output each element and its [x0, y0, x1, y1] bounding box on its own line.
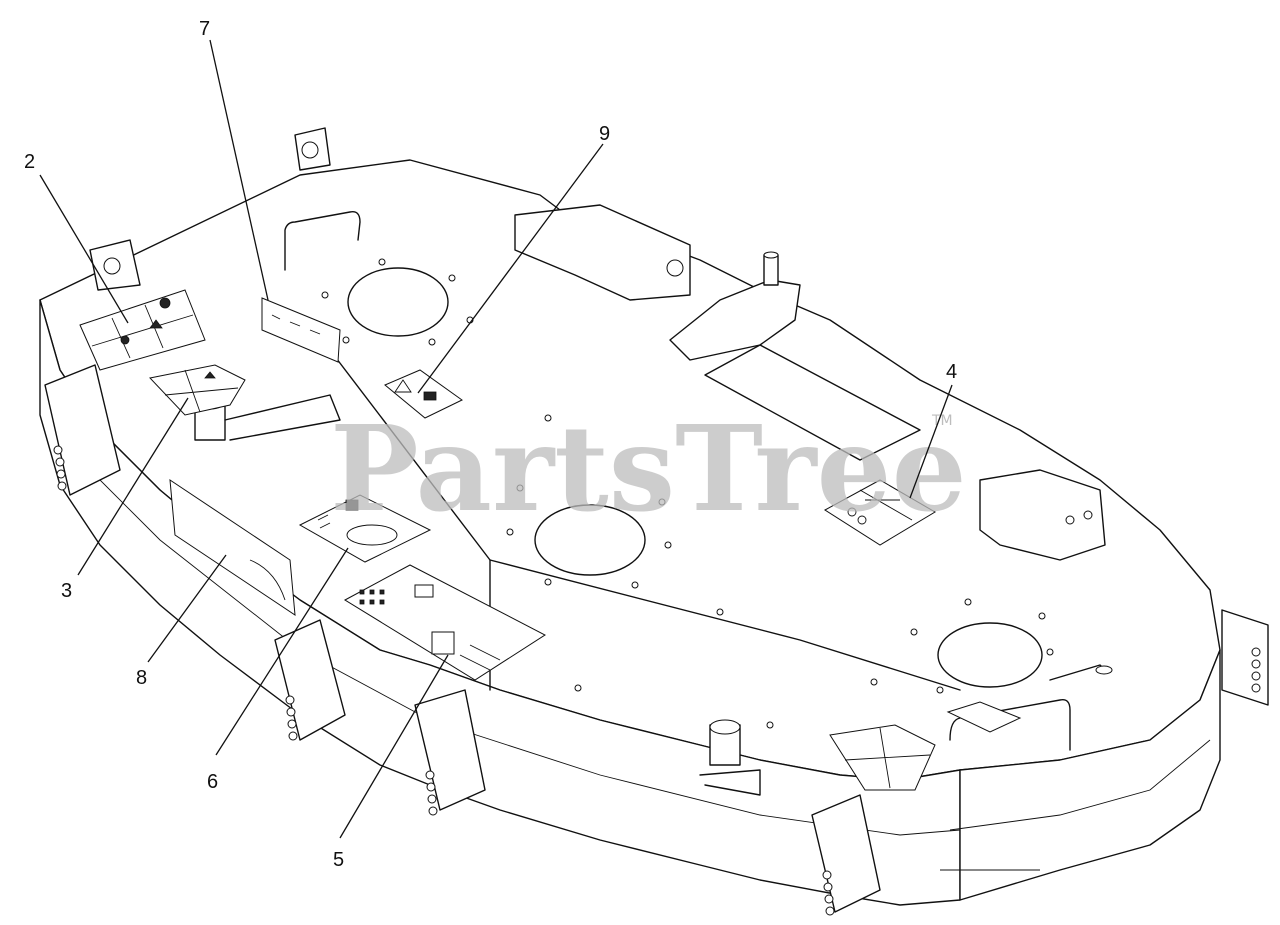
callout-label-6: 6	[207, 771, 218, 793]
deck-right-skirt	[959, 649, 1221, 901]
partstree-watermark: PartsTree	[330, 399, 967, 538]
callout-4[interactable]: 4	[909, 361, 957, 499]
deck-hardware	[44, 127, 1269, 916]
decal-9	[384, 369, 463, 419]
bolt-holes	[321, 258, 1054, 729]
decal-3	[149, 364, 246, 416]
callout-3[interactable]: 3	[61, 397, 189, 602]
blade-openings	[347, 267, 1043, 688]
blade-opening-center	[534, 504, 646, 576]
callouts: 2 3 4 5 6 7 8 9	[24, 18, 957, 871]
decal-7	[261, 297, 341, 363]
callout-label-5: 5	[333, 849, 344, 871]
callout-label-7: 7	[199, 18, 210, 40]
decals	[79, 289, 1022, 791]
decal-4	[824, 479, 936, 546]
callout-label-4: 4	[946, 361, 957, 383]
decal-right-safety	[829, 701, 1022, 791]
watermark-layer: PartsTree TM	[330, 399, 967, 538]
callout-label-2: 2	[24, 151, 35, 173]
callout-5[interactable]: 5	[333, 654, 449, 871]
callout-7[interactable]: 7	[199, 18, 269, 301]
blade-opening-left	[347, 267, 449, 337]
callout-label-3: 3	[61, 580, 72, 602]
watermark-tm: TM	[931, 413, 953, 429]
blade-opening-right	[937, 622, 1043, 688]
decal-2	[79, 289, 206, 371]
callout-8[interactable]: 8	[136, 554, 227, 689]
decal-8	[169, 479, 296, 616]
callout-label-8: 8	[136, 667, 147, 689]
callout-label-9: 9	[599, 123, 610, 145]
decal-5	[343, 564, 546, 681]
callout-2[interactable]: 2	[24, 151, 129, 324]
decal-6	[298, 494, 432, 563]
callout-9[interactable]: 9	[417, 123, 610, 394]
callout-6[interactable]: 6	[207, 547, 349, 793]
